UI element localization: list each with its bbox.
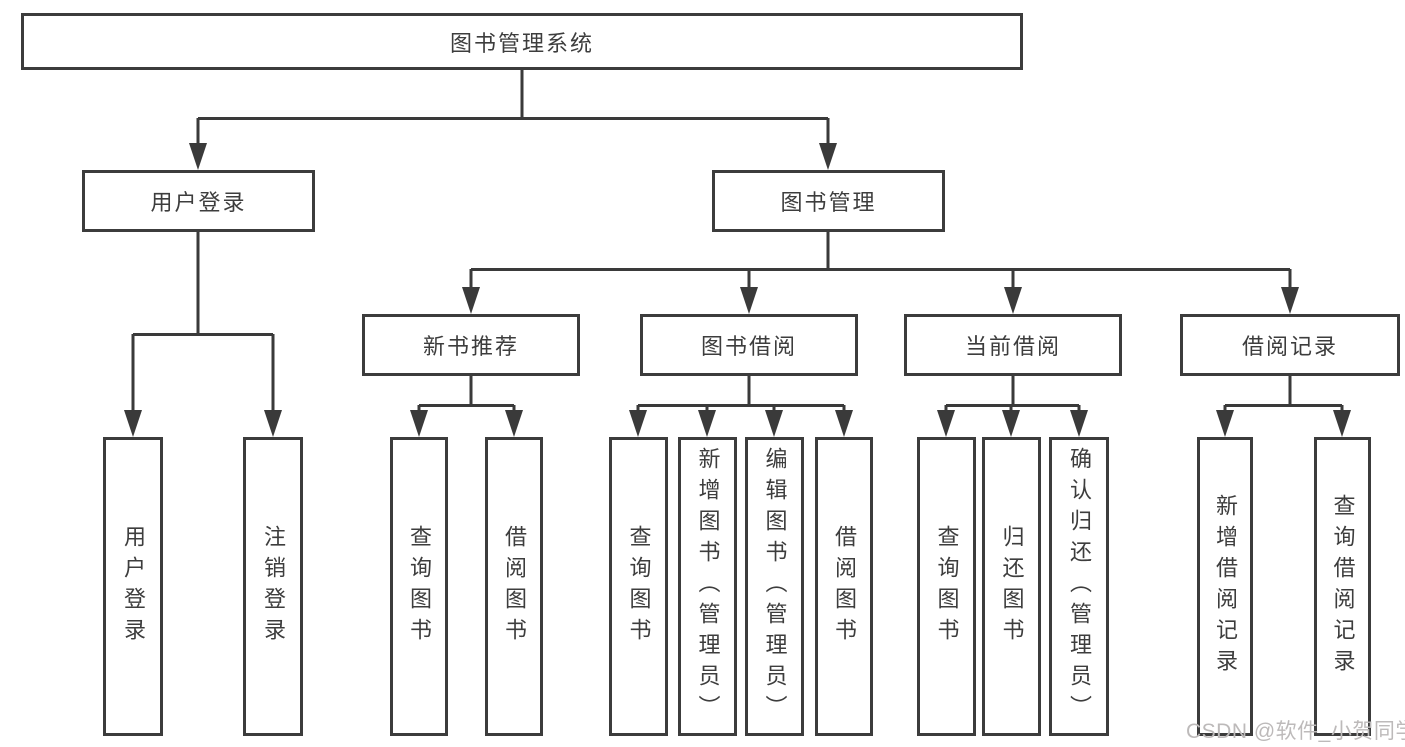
leaf-current-query-books: 查询图书	[917, 437, 976, 736]
connector-user-login-to-leaves	[124, 232, 282, 437]
leaf-borrow-borrow-books: 借阅图书	[815, 437, 873, 736]
node-borrowing-records: 借阅记录	[1180, 314, 1400, 376]
node-book-borrowing: 图书借阅	[640, 314, 858, 376]
connector-book-borrowing-to-leaves	[629, 376, 853, 437]
leaf-records-add-record: 新增借阅记录	[1197, 437, 1253, 736]
connector-borrowing-records-to-leaves	[1216, 376, 1351, 437]
connector-new-book-to-leaves	[410, 376, 523, 437]
leaf-borrow-edit-books-admin: 编辑图书（管理员）	[745, 437, 804, 736]
leaf-user-login: 用户登录	[103, 437, 163, 736]
node-current-borrowing: 当前借阅	[904, 314, 1122, 376]
leaf-current-return-books: 归还图书	[982, 437, 1041, 736]
connector-book-management-to-level3	[462, 232, 1299, 314]
leaf-newrec-query-books: 查询图书	[390, 437, 448, 736]
node-user-login: 用户登录	[82, 170, 315, 232]
node-new-book-recommend: 新书推荐	[362, 314, 580, 376]
connector-current-borrowing-to-leaves	[937, 376, 1088, 437]
connector-root-to-level2	[189, 70, 837, 170]
leaf-records-query-record: 查询借阅记录	[1314, 437, 1371, 736]
node-root: 图书管理系统	[21, 13, 1023, 70]
leaf-newrec-borrow-books: 借阅图书	[485, 437, 543, 736]
leaf-current-confirm-return-admin: 确认归还（管理员）	[1049, 437, 1109, 736]
csdn-watermark: CSDN @软件_小贺同学	[1186, 720, 1405, 743]
leaf-logout: 注销登录	[243, 437, 303, 736]
leaf-borrow-add-books-admin: 新增图书（管理员）	[678, 437, 737, 736]
node-book-management: 图书管理	[712, 170, 945, 232]
leaf-borrow-query-books: 查询图书	[609, 437, 668, 736]
